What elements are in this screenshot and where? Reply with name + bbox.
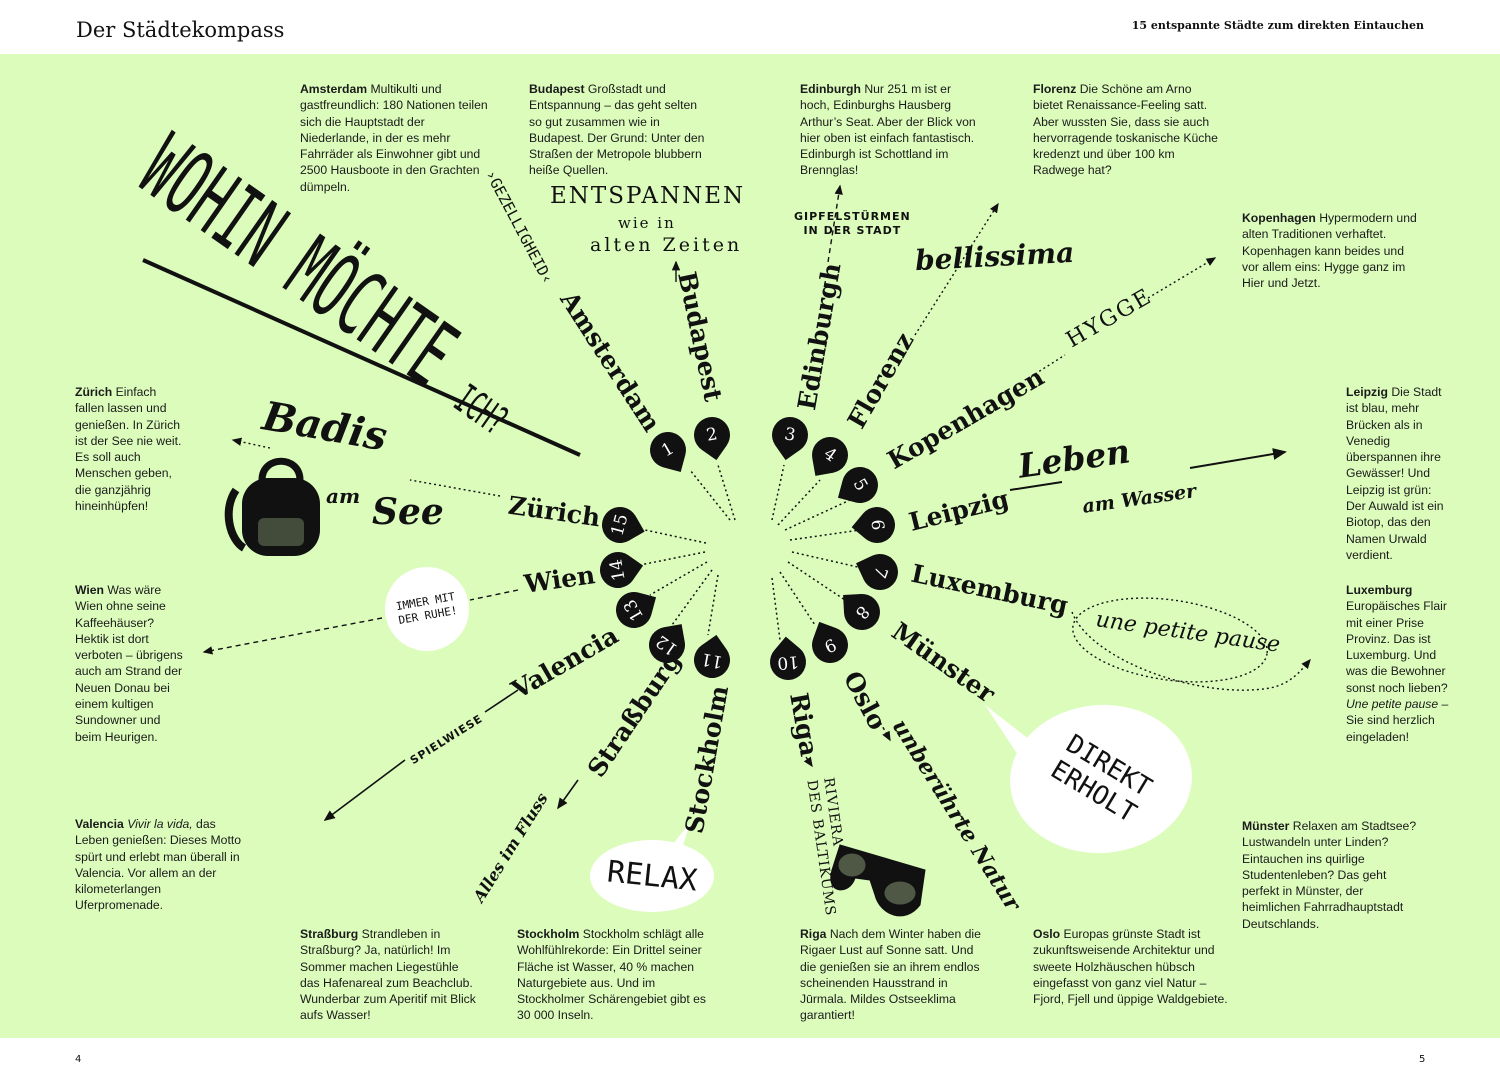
description-florenz: Florenz Die Schöne am Arno bietet Renais… [1033,82,1218,178]
slogan-entspannen: ENTSPANNEN [550,183,746,209]
description-stockholm: Stockholm Stockholm schlägt alle Wohlfüh… [517,927,707,1023]
slogan-am: am [326,484,361,508]
pin-number: 11 [699,648,725,672]
description-luxemburg: Luxemburg Europäisches Flair mit einer P… [1346,583,1449,744]
description-riga: Riga Nach dem Winter haben die Rigaer Lu… [800,927,981,1023]
description-valencia: Valencia Vivir la vida, das Leben genieß… [75,817,241,913]
slogan-alten-zeiten: alten Zeiten [590,234,743,256]
slogan-see: See [372,491,444,533]
pin-number: 3 [782,424,798,446]
radial-spokes [639,464,863,641]
page-number-right: 5 [1419,1054,1426,1065]
description-oslo: Oslo Europas grünste Stadt ist zukunftsw… [1033,927,1228,1007]
pin-number: 10 [776,651,800,673]
slogan-wie-in: wie in [618,214,676,232]
description-muenster: Münster Relaxen am Stadtsee? Lustwandeln… [1242,819,1417,931]
page-title: Der Städtekompass [76,18,285,42]
description-edinburgh: Edinburgh Nur 251 m ist er hoch, Edinbur… [800,82,976,178]
pin-number: 2 [704,424,720,446]
pin-number: 6 [866,518,888,532]
bubble-relax: RELAX [590,840,714,912]
sunglasses-icon [830,844,926,917]
description-wien: Wien Was wäre Wien ohne seine Kaffeehäus… [75,583,183,744]
description-budapest: Budapest Großstadt und Entspannung – das… [529,82,705,178]
description-kopenhagen: Kopenhagen Hypermodern und alten Traditi… [1242,211,1417,291]
page-number-left: 4 [75,1054,82,1065]
description-leipzig: Leipzig Die Stadt ist blau, mehr Brücken… [1346,385,1444,562]
description-strassburg: Straßburg Strandleben in Straßburg? Ja, … [300,927,476,1023]
backpack-icon [224,457,320,556]
description-amsterdam: Amsterdam Multikulti und gastfreundlich:… [300,82,488,194]
description-zuerich: Zürich Einfach fallen lassen und genieße… [75,385,182,514]
pin-number: 14 [606,557,630,583]
page-subtitle: 15 entspannte Städte zum direkten Eintau… [1131,19,1424,32]
